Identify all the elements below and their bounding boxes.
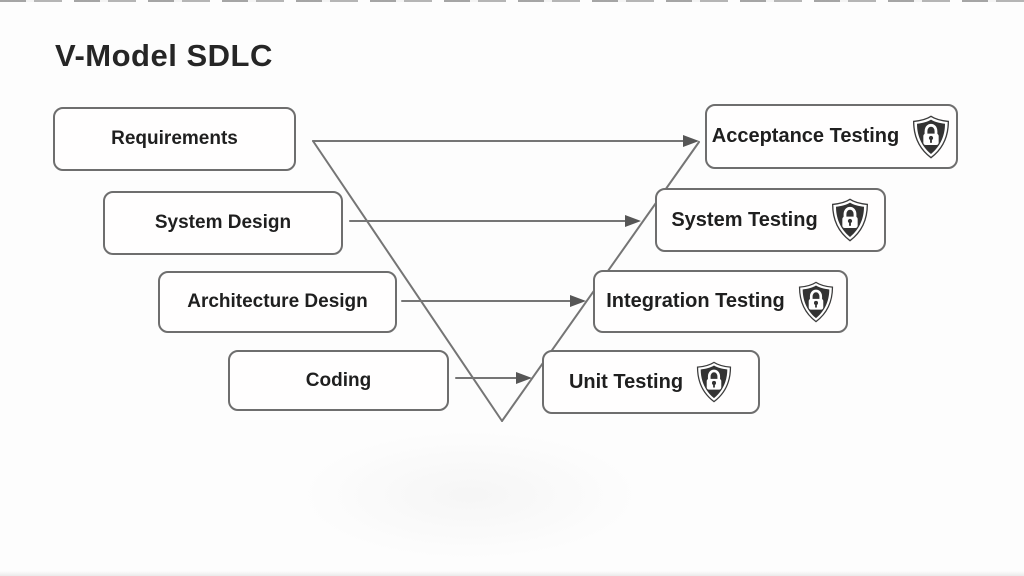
shield-lock-icon <box>797 281 835 323</box>
box-integration-testing: Integration Testing <box>593 270 848 333</box>
box-architecture-design-label: Architecture Design <box>187 291 368 312</box>
v-left-diagonal <box>312 140 503 422</box>
box-system-design: System Design <box>103 191 343 255</box>
box-acceptance-testing-label: Acceptance Testing <box>711 125 900 147</box>
background-smudge <box>300 430 640 560</box>
page-title: V-Model SDLC <box>55 38 273 73</box>
shield-lock-icon <box>830 198 870 242</box>
shield-lock-icon <box>911 115 951 159</box>
box-system-testing-label: System Testing <box>671 208 818 231</box>
bottom-edge-artifact <box>0 571 1024 576</box>
box-coding: Coding <box>228 350 449 411</box>
box-requirements-label: Requirements <box>111 128 238 149</box>
box-unit-testing-label: Unit Testing <box>568 370 684 393</box>
box-coding-label: Coding <box>305 369 372 391</box>
box-system-design-label: System Design <box>154 212 292 233</box>
shield-lock-icon <box>695 361 733 403</box>
box-acceptance-testing: Acceptance Testing <box>705 104 958 169</box>
box-integration-testing-label: Integration Testing <box>606 290 785 312</box>
box-requirements: Requirements <box>53 107 296 171</box>
box-unit-testing: Unit Testing <box>542 350 760 414</box>
box-architecture-design: Architecture Design <box>158 271 397 333</box>
box-system-testing: System Testing <box>655 188 886 252</box>
top-edge-artifact <box>0 0 1024 2</box>
